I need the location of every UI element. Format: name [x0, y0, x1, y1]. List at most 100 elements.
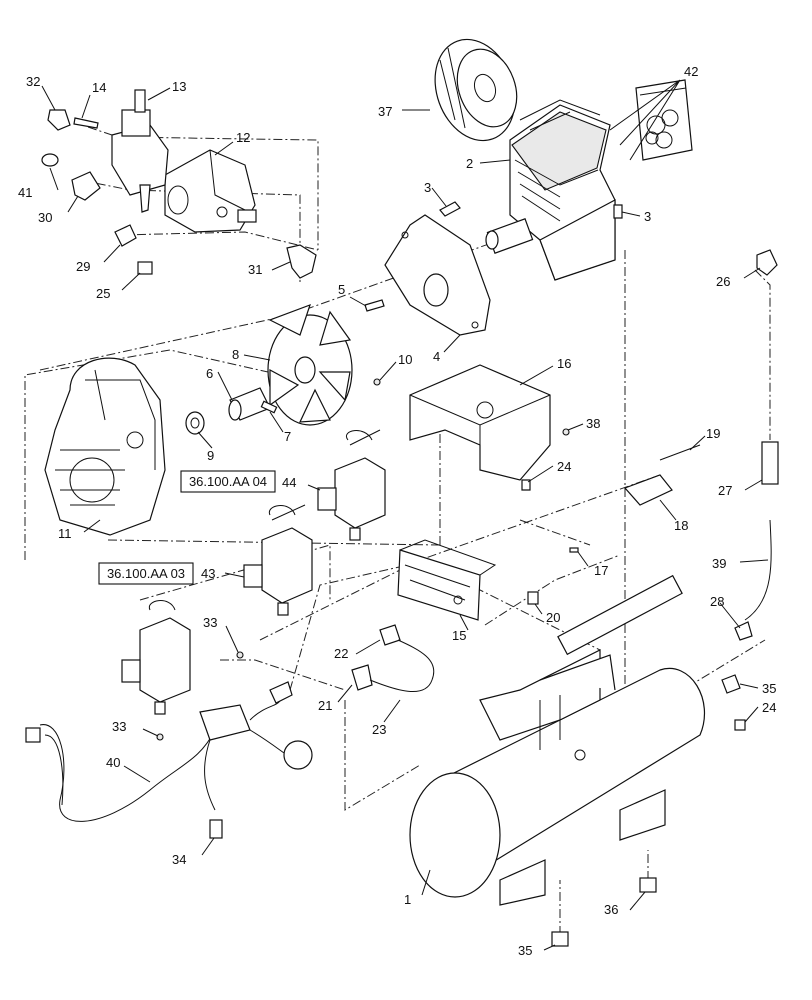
solenoid-valve-part-43	[243, 504, 313, 616]
bracket-part-16	[409, 364, 551, 481]
callout-28: 28	[710, 594, 724, 609]
plug-part-20	[527, 591, 539, 605]
check-valve-part-27	[761, 441, 779, 485]
callout-15: 15	[452, 628, 466, 643]
callout-27: 27	[718, 483, 732, 498]
screw-part-24a	[521, 479, 531, 491]
hydraulic-pump-part-12	[164, 149, 257, 233]
screw-part-24b	[734, 719, 746, 731]
belt-guard-part-11	[44, 357, 166, 536]
plug-part-29	[114, 224, 137, 247]
elbow-fitting-part-31	[286, 244, 317, 279]
solenoid-valve-part-44	[317, 429, 386, 541]
callout-39: 39	[712, 556, 726, 571]
callout-14: 14	[92, 80, 106, 95]
callout-34: 34	[172, 852, 186, 867]
callout-35b: 35	[518, 943, 532, 958]
sensor-part-34	[209, 819, 223, 839]
leader-lines	[41, 79, 769, 951]
callout-10: 10	[398, 352, 412, 367]
fan-part-8	[267, 303, 353, 426]
drain-part-35b	[551, 931, 569, 947]
pressure-switch-part-18	[623, 474, 673, 506]
manifold-part-15	[397, 539, 497, 621]
callout-32: 32	[26, 74, 40, 89]
key-part-7	[260, 400, 278, 414]
callout-6: 6	[206, 366, 213, 381]
callout-26: 26	[716, 274, 730, 289]
callout-33a: 33	[203, 615, 217, 630]
callout-25: 25	[96, 286, 110, 301]
callout-43: 43	[201, 566, 215, 581]
callout-24b: 24	[762, 700, 776, 715]
callout-1: 1	[404, 892, 411, 907]
callout-7: 7	[284, 429, 291, 444]
callout-8: 8	[232, 347, 239, 362]
reference-box-36-100-aa-04[interactable]: 36.100.AA 04	[180, 470, 276, 493]
bolt-part-3a	[439, 201, 461, 217]
valve-block-part-13	[111, 89, 169, 213]
assembly-lines	[24, 126, 771, 935]
callout-16: 16	[557, 356, 571, 371]
callout-5: 5	[338, 282, 345, 297]
elbow-fitting-part-21	[351, 664, 373, 691]
callout-22: 22	[334, 646, 348, 661]
callout-17: 17	[594, 563, 608, 578]
flywheel-pulley-part-37	[434, 38, 518, 142]
adapter-plate-part-4	[384, 214, 491, 336]
nut-part-38	[562, 428, 570, 436]
callout-3b: 3	[644, 209, 651, 224]
hose-part-39	[744, 519, 772, 621]
callout-12: 12	[236, 130, 250, 145]
elbow-fitting-part-26	[756, 249, 778, 276]
elbow-fitting-part-32	[47, 109, 71, 131]
callout-23: 23	[372, 722, 386, 737]
reference-label-aa-03: 36.100.AA 03	[107, 566, 185, 581]
reference-box-36-100-aa-03[interactable]: 36.100.AA 03	[98, 562, 194, 585]
callout-3a: 3	[424, 180, 431, 195]
callout-11: 11	[58, 526, 72, 541]
plug-part-25	[137, 261, 153, 275]
callout-21: 21	[318, 698, 332, 713]
solenoid-assembly	[121, 600, 191, 715]
fitting-part-30	[71, 171, 101, 201]
callout-4: 4	[433, 349, 440, 364]
drain-part-35a	[721, 674, 741, 694]
callout-9: 9	[207, 448, 214, 463]
bolt-part-3b	[613, 204, 623, 219]
screw-part-33b	[156, 733, 164, 741]
fitting-part-36	[639, 877, 657, 893]
wire-harness-part-40	[25, 681, 313, 822]
elbow-fitting-part-22	[379, 624, 401, 646]
callout-33b: 33	[112, 719, 126, 734]
callout-20: 20	[546, 610, 560, 625]
screw-part-33a	[236, 651, 244, 659]
compressor-pump-part-2	[485, 99, 616, 281]
callout-35a: 35	[762, 681, 776, 696]
callout-44: 44	[282, 475, 296, 490]
reference-label-aa-04: 36.100.AA 04	[189, 474, 267, 489]
callout-38: 38	[586, 416, 600, 431]
bolt-part-14	[73, 117, 99, 129]
callout-19: 19	[706, 426, 720, 441]
hose-part-23	[369, 639, 435, 693]
callout-labels: 32 14 13 12 41 30 29 25 31 37 42 2 3 3 2…	[18, 64, 776, 958]
callout-41: 41	[18, 185, 32, 200]
callout-42: 42	[684, 64, 698, 79]
callout-24a: 24	[557, 459, 571, 474]
callout-30: 30	[38, 210, 52, 225]
callout-2: 2	[466, 156, 473, 171]
screw-part-10	[373, 378, 381, 386]
callout-29: 29	[76, 259, 90, 274]
callout-13: 13	[172, 79, 186, 94]
callout-31: 31	[248, 262, 262, 277]
pin-part-17	[569, 547, 579, 553]
callout-18: 18	[674, 518, 688, 533]
air-tank-part-1	[409, 574, 706, 906]
clip-part-41	[41, 153, 59, 167]
bolt-part-5	[364, 299, 385, 312]
gasket-kit-part-42	[635, 79, 693, 161]
callout-40: 40	[106, 755, 120, 770]
nut-part-9	[185, 411, 205, 435]
